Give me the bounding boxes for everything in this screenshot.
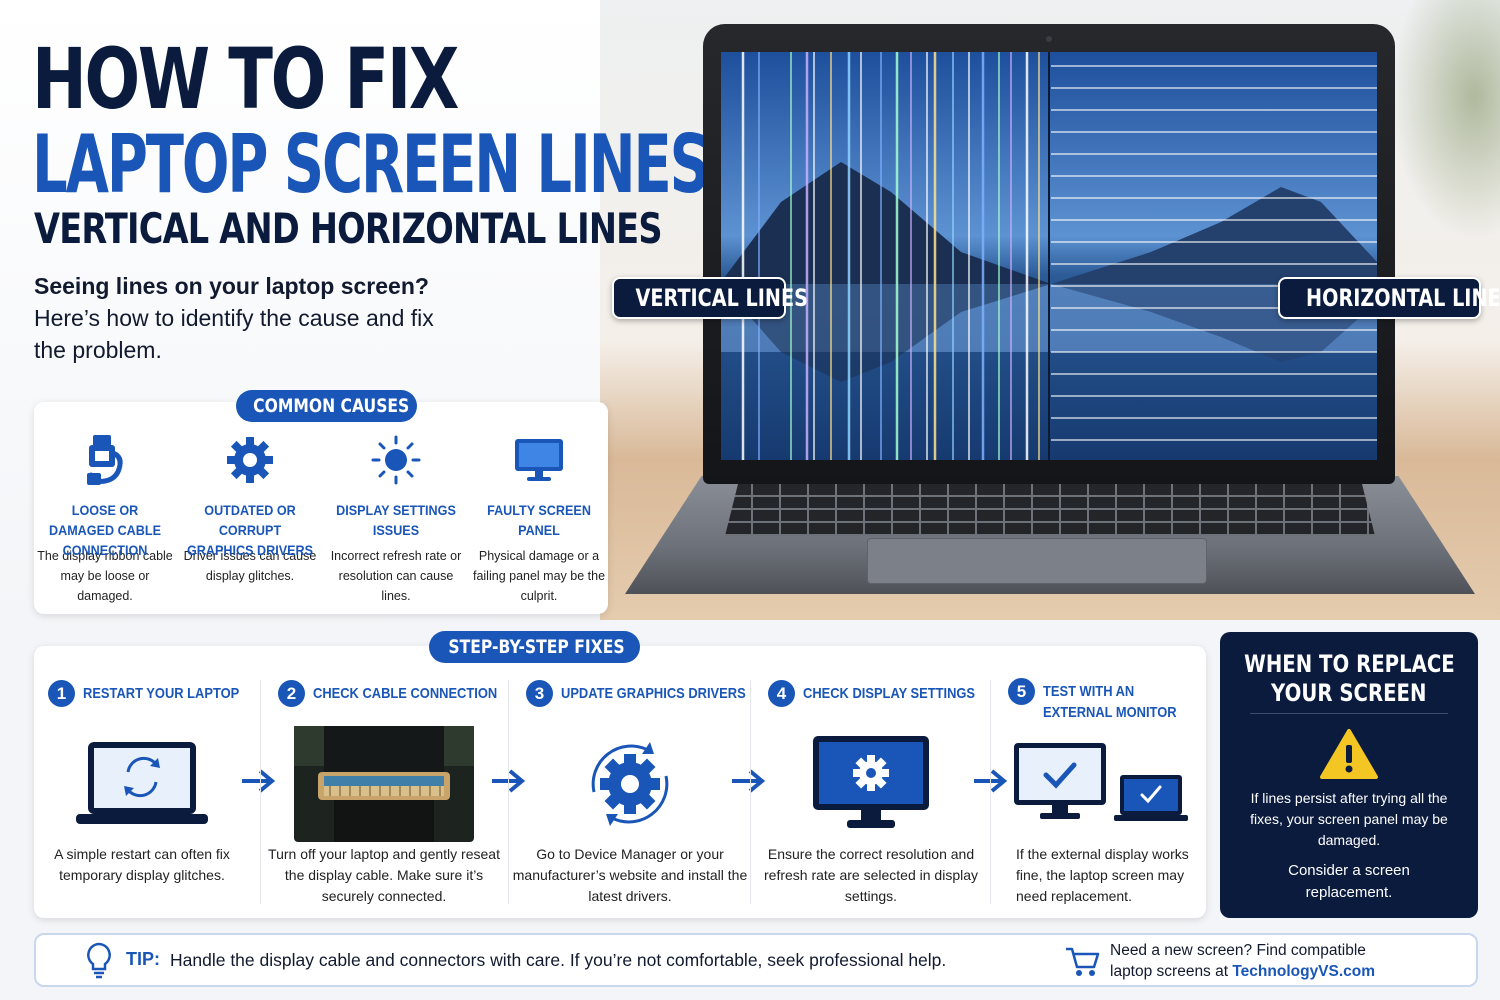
cause-faulty-panel: FAULTY SCREEN PANEL Physical damage or a… [468, 430, 610, 606]
arrow-right-icon [492, 769, 526, 793]
display-cable-photo [264, 724, 504, 844]
step-number: 4 [768, 680, 795, 707]
steps-heading: STEP-BY-STEP FIXES [429, 631, 640, 663]
vertical-lines-label: VERTICAL LINES [612, 277, 808, 319]
brightness-icon [325, 430, 467, 490]
subtitle: VERTICAL AND HORIZONTAL LINES [34, 204, 663, 253]
trackpad [867, 538, 1207, 584]
cause-title: FAULTY SCREEN PANEL [487, 502, 591, 538]
cause-drivers: OUTDATED OR CORRUPT GRAPHICS DRIVERS Dri… [179, 430, 321, 586]
step-number: 2 [278, 680, 305, 707]
laptop-base [625, 476, 1475, 594]
step-header: 2 CHECK CABLE CONNECTION [278, 680, 527, 707]
laptop-lid [703, 24, 1395, 484]
keyboard [725, 484, 1375, 536]
steps-heading-text: STEP-BY-STEP FIXES [448, 636, 625, 658]
common-causes-heading-text: COMMON CAUSES [253, 395, 410, 417]
tip-bar: TIP: Handle the display cable and connec… [34, 933, 1478, 987]
step-header: 5 TEST WITH AN EXTERNAL MONITOR [1008, 678, 1198, 723]
replace-title: WHEN TO REPLACE YOUR SCREEN [1220, 650, 1478, 708]
step-title: CHECK DISPLAY SETTINGS [803, 685, 976, 702]
step-title: RESTART YOUR LAPTOP [83, 685, 240, 702]
replace-screen-card: WHEN TO REPLACE YOUR SCREEN If lines per… [1220, 632, 1478, 918]
step-header: 3 UPDATE GRAPHICS DRIVERS [526, 680, 776, 707]
screen-lines-graphic [721, 52, 1377, 460]
laptop-restart-icon [34, 724, 250, 844]
step-3: 3 UPDATE GRAPHICS DRIVERS [512, 646, 748, 918]
step-desc: A simple restart can often fix temporary… [54, 846, 230, 883]
promo-line-1: Need a new screen? Find compatible [1110, 942, 1366, 959]
tip-label: TIP: [126, 949, 160, 969]
cause-desc: Physical damage or a failing panel may b… [472, 549, 606, 603]
step-number: 1 [48, 680, 75, 707]
step-5: 5 TEST WITH AN EXTERNAL MONITOR If the e… [994, 646, 1206, 918]
step-number: 3 [526, 680, 553, 707]
divider [1250, 713, 1448, 714]
replace-title-line-2: YOUR SCREEN [1271, 679, 1427, 707]
cause-desc: Driver issues can cause display glitches… [183, 549, 317, 583]
step-header: 4 CHECK DISPLAY SETTINGS [768, 680, 1003, 707]
monitor-settings-icon [754, 724, 988, 844]
step-number: 5 [1008, 678, 1035, 705]
step-desc: If the external display works fine, the … [1016, 846, 1189, 904]
vertical-lines-label-text: VERTICAL LINES [635, 284, 808, 312]
divider [260, 680, 261, 904]
horizontal-lines-label-text: HORIZONTAL LINES [1306, 284, 1500, 312]
divider [750, 680, 751, 904]
divider [990, 680, 991, 904]
step-header: 1 RESTART YOUR LAPTOP [48, 680, 265, 707]
cause-title: LOOSE OR DAMAGED CABLE CONNECTION [48, 502, 161, 558]
replace-text: If lines persist after trying all the fi… [1250, 790, 1448, 848]
webcam [1046, 36, 1052, 42]
promo-text: Need a new screen? Find compatible lapto… [1110, 940, 1375, 982]
warning-icon [1220, 728, 1478, 780]
external-monitor-icon [994, 724, 1206, 844]
intro-text: Seeing lines on your laptop screen? Here… [34, 270, 454, 366]
cause-title: DISPLAY SETTINGS ISSUES [336, 502, 456, 538]
arrow-right-icon [242, 769, 276, 793]
replace-title-line-1: WHEN TO REPLACE [1243, 650, 1455, 678]
promo-line-2: laptop screens at [1110, 963, 1233, 980]
step-desc: Go to Device Manager or your manufacture… [512, 846, 748, 904]
technologyvs-link[interactable]: TechnologyVS.com [1232, 963, 1376, 980]
lightbulb-icon [87, 942, 111, 979]
plant-blur [1390, 0, 1500, 240]
horizontal-lines-label: HORIZONTAL LINES [1278, 277, 1500, 319]
tip-text: Handle the display cable and connectors … [170, 950, 947, 970]
title-line-2: LAPTOP SCREEN LINES [32, 118, 710, 211]
cause-desc: Incorrect refresh rate or resolution can… [330, 549, 462, 603]
title-line-1: HOW TO FIX [32, 30, 459, 128]
common-causes-card: LOOSE OR DAMAGED CABLE CONNECTION The di… [34, 402, 608, 614]
cause-display-settings: DISPLAY SETTINGS ISSUES Incorrect refres… [325, 430, 467, 606]
step-2: 2 CHECK CABLE CONNECTION Turn off yo [264, 646, 504, 918]
cause-cable: LOOSE OR DAMAGED CABLE CONNECTION The di… [34, 430, 176, 606]
steps-card: 1 RESTART YOUR LAPTOP A simple restart c… [34, 646, 1206, 918]
gear-icon [179, 430, 321, 490]
monitor-icon [468, 430, 610, 490]
laptop-screen [721, 52, 1377, 460]
common-causes-heading: COMMON CAUSES [236, 390, 417, 422]
intro-answer: Here’s how to identify the cause and fix… [34, 305, 434, 363]
gear-refresh-icon [512, 724, 748, 844]
intro-question: Seeing lines on your laptop screen? [34, 273, 429, 299]
shopping-cart-icon [1066, 947, 1100, 976]
divider [508, 680, 509, 904]
step-title: TEST WITH AN EXTERNAL MONITOR [1043, 683, 1177, 721]
replace-text-2: Consider a screen replacement. [1288, 862, 1410, 901]
step-4: 4 CHECK DISPLAY SETTINGS [754, 646, 988, 918]
step-desc: Turn off your laptop and gently reseat t… [268, 846, 500, 904]
arrow-right-icon [732, 769, 766, 793]
step-title: UPDATE GRAPHICS DRIVERS [561, 685, 746, 702]
step-title: CHECK CABLE CONNECTION [313, 685, 498, 702]
step-1: 1 RESTART YOUR LAPTOP A simple restart c… [34, 646, 250, 918]
cause-title: OUTDATED OR CORRUPT GRAPHICS DRIVERS [186, 502, 314, 558]
cause-desc: The display ribbon cable may be loose or… [37, 549, 173, 603]
arrow-right-icon [974, 769, 1008, 793]
cable-plug-icon [34, 430, 176, 490]
step-desc: Ensure the correct resolution and refres… [764, 846, 978, 904]
